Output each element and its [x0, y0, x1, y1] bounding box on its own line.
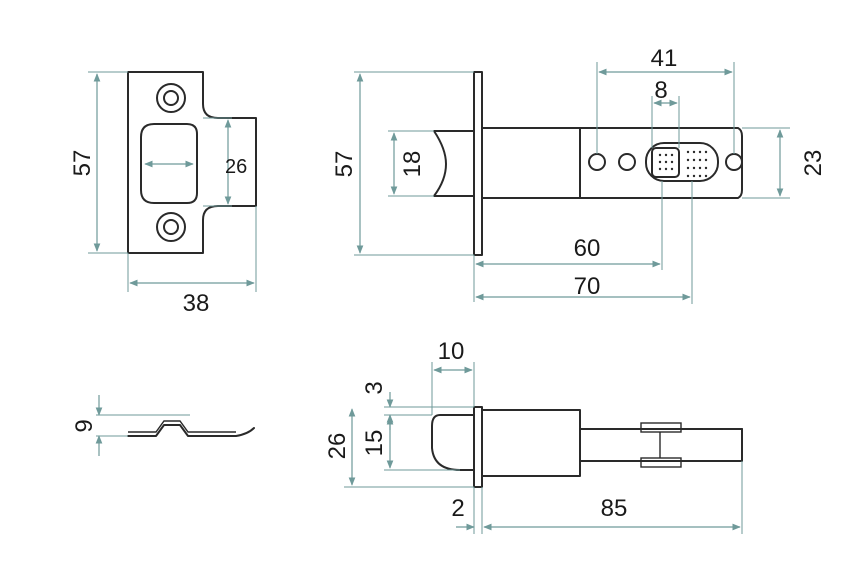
backset-70-label: 70 [574, 273, 601, 300]
latch-bolt-height-label: 18 [399, 151, 426, 178]
latch-face-height-label: 57 [331, 151, 358, 178]
latch-bolt-height-dimension: 18 [388, 130, 434, 197]
side-body-height-dimension: 26 [324, 408, 474, 488]
bolt-offset-label: 3 [361, 381, 388, 394]
strike-plate-side-view: 9 [71, 395, 255, 456]
body-height-label: 23 [800, 150, 827, 177]
strike-recess-dimension: 26 [203, 117, 247, 207]
strike-height-dimension: 57 [69, 71, 128, 254]
hole-spacing-label: 41 [651, 45, 678, 72]
bolt-side-height-dimension: 15 [361, 416, 460, 471]
strike-width-dimension: 38 [127, 206, 257, 317]
square-hole-label: 8 [654, 77, 667, 104]
cam-dotted-pattern [658, 150, 708, 178]
overall-length-dimension: 85 [483, 461, 743, 534]
latch-face-height-dimension: 57 [331, 71, 474, 256]
overall-length-label: 85 [601, 495, 628, 522]
backset-60-label: 60 [574, 235, 601, 262]
body-height-dimension: 23 [742, 127, 827, 199]
square-hole-dimension: 8 [651, 77, 680, 148]
bolt-projection-label: 10 [438, 338, 465, 365]
backset-70-dimension: 70 [475, 181, 693, 304]
latch-top-view [433, 71, 743, 256]
backset-60-dimension: 60 [473, 181, 663, 302]
plate-thickness-label: 2 [451, 495, 464, 522]
strike-width-label: 38 [183, 290, 210, 317]
bolt-side-height-label: 15 [361, 430, 388, 457]
plate-thickness-dimension: 2 [451, 487, 483, 534]
hole-spacing-dimension: 41 [596, 45, 735, 154]
bolt-projection-dimension: 10 [431, 338, 475, 415]
latch-side-view [431, 406, 743, 488]
strike-recess-label: 26 [225, 156, 247, 178]
strike-thickness-label: 9 [71, 419, 98, 432]
side-body-height-label: 26 [324, 433, 351, 460]
strike-height-label: 57 [69, 150, 96, 177]
bolt-offset-dimension: 3 [361, 381, 474, 430]
